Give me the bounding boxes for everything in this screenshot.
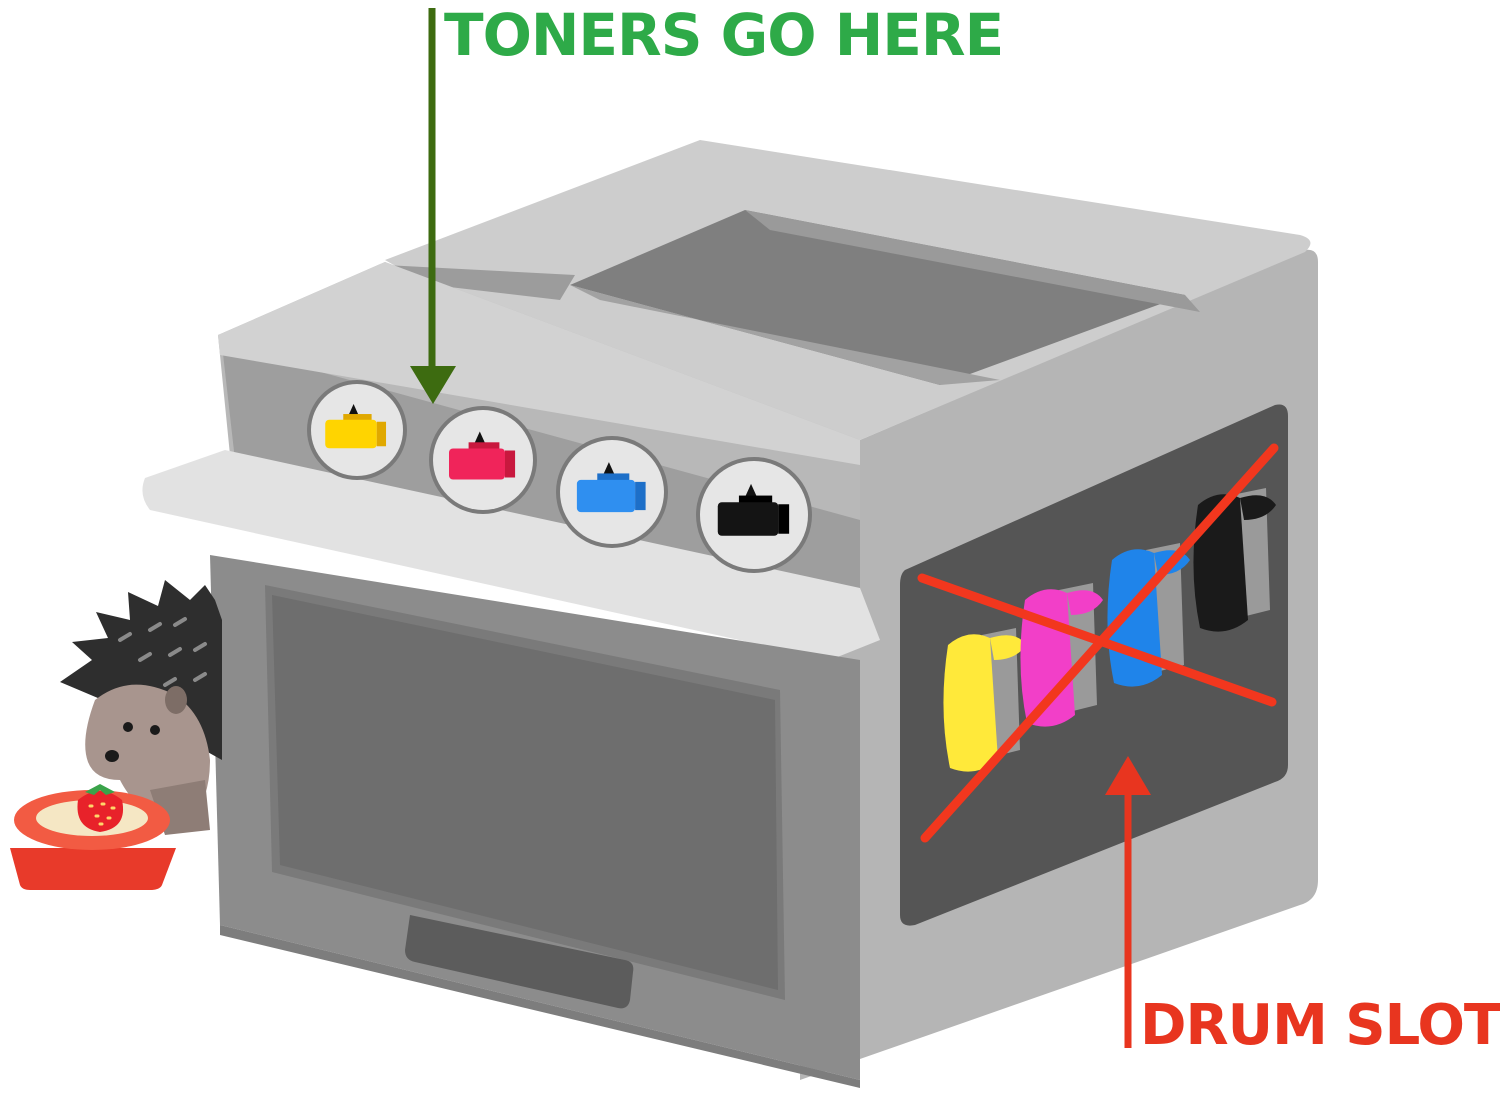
toner-end-cyan [635, 481, 646, 511]
drum-cap-magenta [1067, 590, 1103, 615]
toners-go-here-label: TONERS GO HERE [444, 1, 1004, 69]
toner-slot-magenta [429, 406, 537, 514]
toners-arrow [410, 8, 456, 404]
toner-slot-black [696, 457, 812, 573]
toner-end-black [778, 504, 790, 534]
toner-nozzle-yellow [348, 404, 359, 416]
toner-slots [307, 380, 812, 573]
hedgehog-quill-marks [118, 617, 207, 687]
toner-cartridge-yellow [325, 419, 377, 449]
hedgehog-eye-left [123, 722, 133, 732]
hedgehog-nose [105, 750, 119, 762]
cross-line-2 [920, 443, 1279, 843]
drum-unit-yellow [943, 628, 1026, 772]
toner-cartridge-black [717, 502, 779, 536]
drum-slot-label: DRUM SLOT [1140, 993, 1500, 1058]
drum-cap-black [1240, 495, 1276, 520]
toner-nozzle-black [744, 483, 758, 498]
paper-shelf [142, 450, 881, 660]
toner-nozzle-cyan [603, 462, 615, 476]
toner-nozzle-magenta [474, 431, 486, 444]
front-window-inner [272, 595, 778, 990]
toner-end-yellow [376, 421, 387, 447]
strawberry-icon [77, 791, 124, 832]
drum-body-black [1193, 494, 1248, 632]
output-tray-recess [570, 210, 1185, 385]
food-bowl [10, 784, 176, 890]
toner-cartridge-magenta [449, 448, 505, 480]
toner-slot-yellow [307, 380, 407, 480]
toner-slot-cyan [556, 436, 668, 548]
output-tray-lip [570, 285, 1000, 385]
hedgehog-eye-right [150, 725, 160, 735]
toner-bay-top-edge [218, 262, 860, 465]
drum-arrow [1105, 756, 1151, 1048]
printer-base [220, 925, 860, 1088]
strawberry-leaves [85, 784, 115, 795]
toner-end-magenta [505, 450, 516, 478]
drum-body-cyan [1107, 549, 1162, 687]
toners-arrow-head [410, 366, 456, 404]
bowl-body [10, 848, 176, 890]
drum-unit-black [1193, 488, 1276, 632]
drum-cap-yellow [990, 635, 1026, 660]
toner-cartridge-cyan [576, 479, 636, 513]
drum-arrow-head [1105, 756, 1151, 795]
strawberry-seeds [88, 802, 116, 826]
printer-body [142, 140, 1318, 1088]
drum-body-yellow [943, 634, 998, 772]
paper-tray-handle [405, 915, 634, 1009]
drum-cross-mark [917, 443, 1279, 843]
hedgehog [60, 580, 222, 835]
output-tray-back [745, 210, 1200, 312]
hedgehog-ear [165, 686, 187, 714]
